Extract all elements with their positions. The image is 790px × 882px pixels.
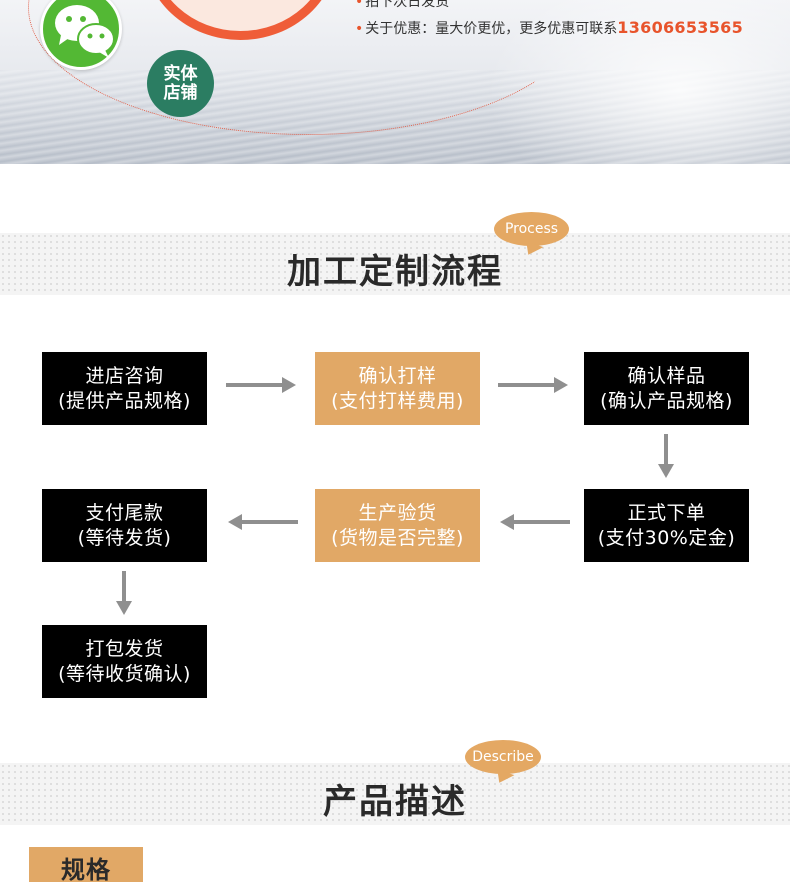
step-confirm-sample: 确认样品 (确认产品规格) bbox=[584, 352, 749, 425]
top-banner: 实体店铺 •拍下次日发货 •关于优惠：量大价更优，更多优惠可联系13606653… bbox=[0, 0, 790, 164]
banner-clipped-line: •拍下次日发货 bbox=[355, 0, 449, 11]
arrow-down-icon bbox=[116, 571, 132, 615]
store-badge-label: 实体店铺 bbox=[163, 63, 198, 103]
step-ship: 打包发货 (等待收货确认) bbox=[42, 625, 207, 698]
clipped-line-text: 拍下次日发货 bbox=[365, 0, 450, 10]
offer-text: 关于优惠：量大价更优，更多优惠可联系 bbox=[365, 21, 618, 37]
step-sample: 确认打样 (支付打样费用) bbox=[315, 352, 480, 425]
bullet-dot: • bbox=[355, 0, 364, 10]
arrow-down-icon bbox=[658, 434, 674, 478]
spec-label-text: 规格 bbox=[61, 855, 111, 882]
spec-label: 规格 bbox=[29, 847, 143, 882]
arrow-left-icon bbox=[500, 514, 570, 530]
describe-section-title: 产品描述 bbox=[323, 782, 467, 822]
offer-phone[interactable]: 13606653565 bbox=[617, 18, 744, 37]
step-line2: (等待发货) bbox=[77, 526, 172, 549]
process-header-band bbox=[0, 233, 790, 295]
step-line2: (货物是否完整) bbox=[331, 526, 464, 549]
step-final-payment: 支付尾款 (等待发货) bbox=[42, 489, 207, 562]
store-badge: 实体店铺 bbox=[147, 50, 214, 117]
describe-header-band bbox=[0, 763, 790, 825]
describe-tag-bubble: Describe bbox=[465, 740, 541, 774]
step-line2: (支付打样费用) bbox=[331, 389, 464, 412]
bullet-dot: • bbox=[355, 21, 364, 37]
step-order: 正式下单 (支付30%定金) bbox=[584, 489, 749, 562]
process-section-title: 加工定制流程 bbox=[287, 252, 503, 292]
arrow-left-icon bbox=[228, 514, 298, 530]
step-line2: (支付30%定金) bbox=[597, 526, 736, 549]
step-line1: 进店咨询 bbox=[85, 364, 164, 387]
arrow-right-icon bbox=[226, 377, 296, 393]
step-line2: (等待收货确认) bbox=[58, 662, 191, 685]
step-line2: (提供产品规格) bbox=[58, 389, 191, 412]
process-tag-label: Process bbox=[504, 221, 559, 237]
step-consult: 进店咨询 (提供产品规格) bbox=[42, 352, 207, 425]
step-line1: 确认样品 bbox=[627, 364, 706, 387]
process-tag-bubble: Process bbox=[494, 212, 569, 246]
step-line1: 生产验货 bbox=[358, 501, 437, 524]
step-line1: 打包发货 bbox=[85, 637, 164, 660]
arrow-right-icon bbox=[498, 377, 568, 393]
step-line1: 确认打样 bbox=[358, 364, 437, 387]
step-line1: 正式下单 bbox=[627, 501, 706, 524]
wechat-glyph-icon bbox=[55, 5, 115, 58]
step-line1: 支付尾款 bbox=[85, 501, 164, 524]
step-line2: (确认产品规格) bbox=[600, 389, 733, 412]
banner-offer-line: •关于优惠：量大价更优，更多优惠可联系13606653565 bbox=[355, 18, 743, 38]
wechat-icon[interactable] bbox=[40, 0, 122, 70]
describe-tag-label: Describe bbox=[472, 749, 534, 765]
step-production: 生产验货 (货物是否完整) bbox=[315, 489, 480, 562]
